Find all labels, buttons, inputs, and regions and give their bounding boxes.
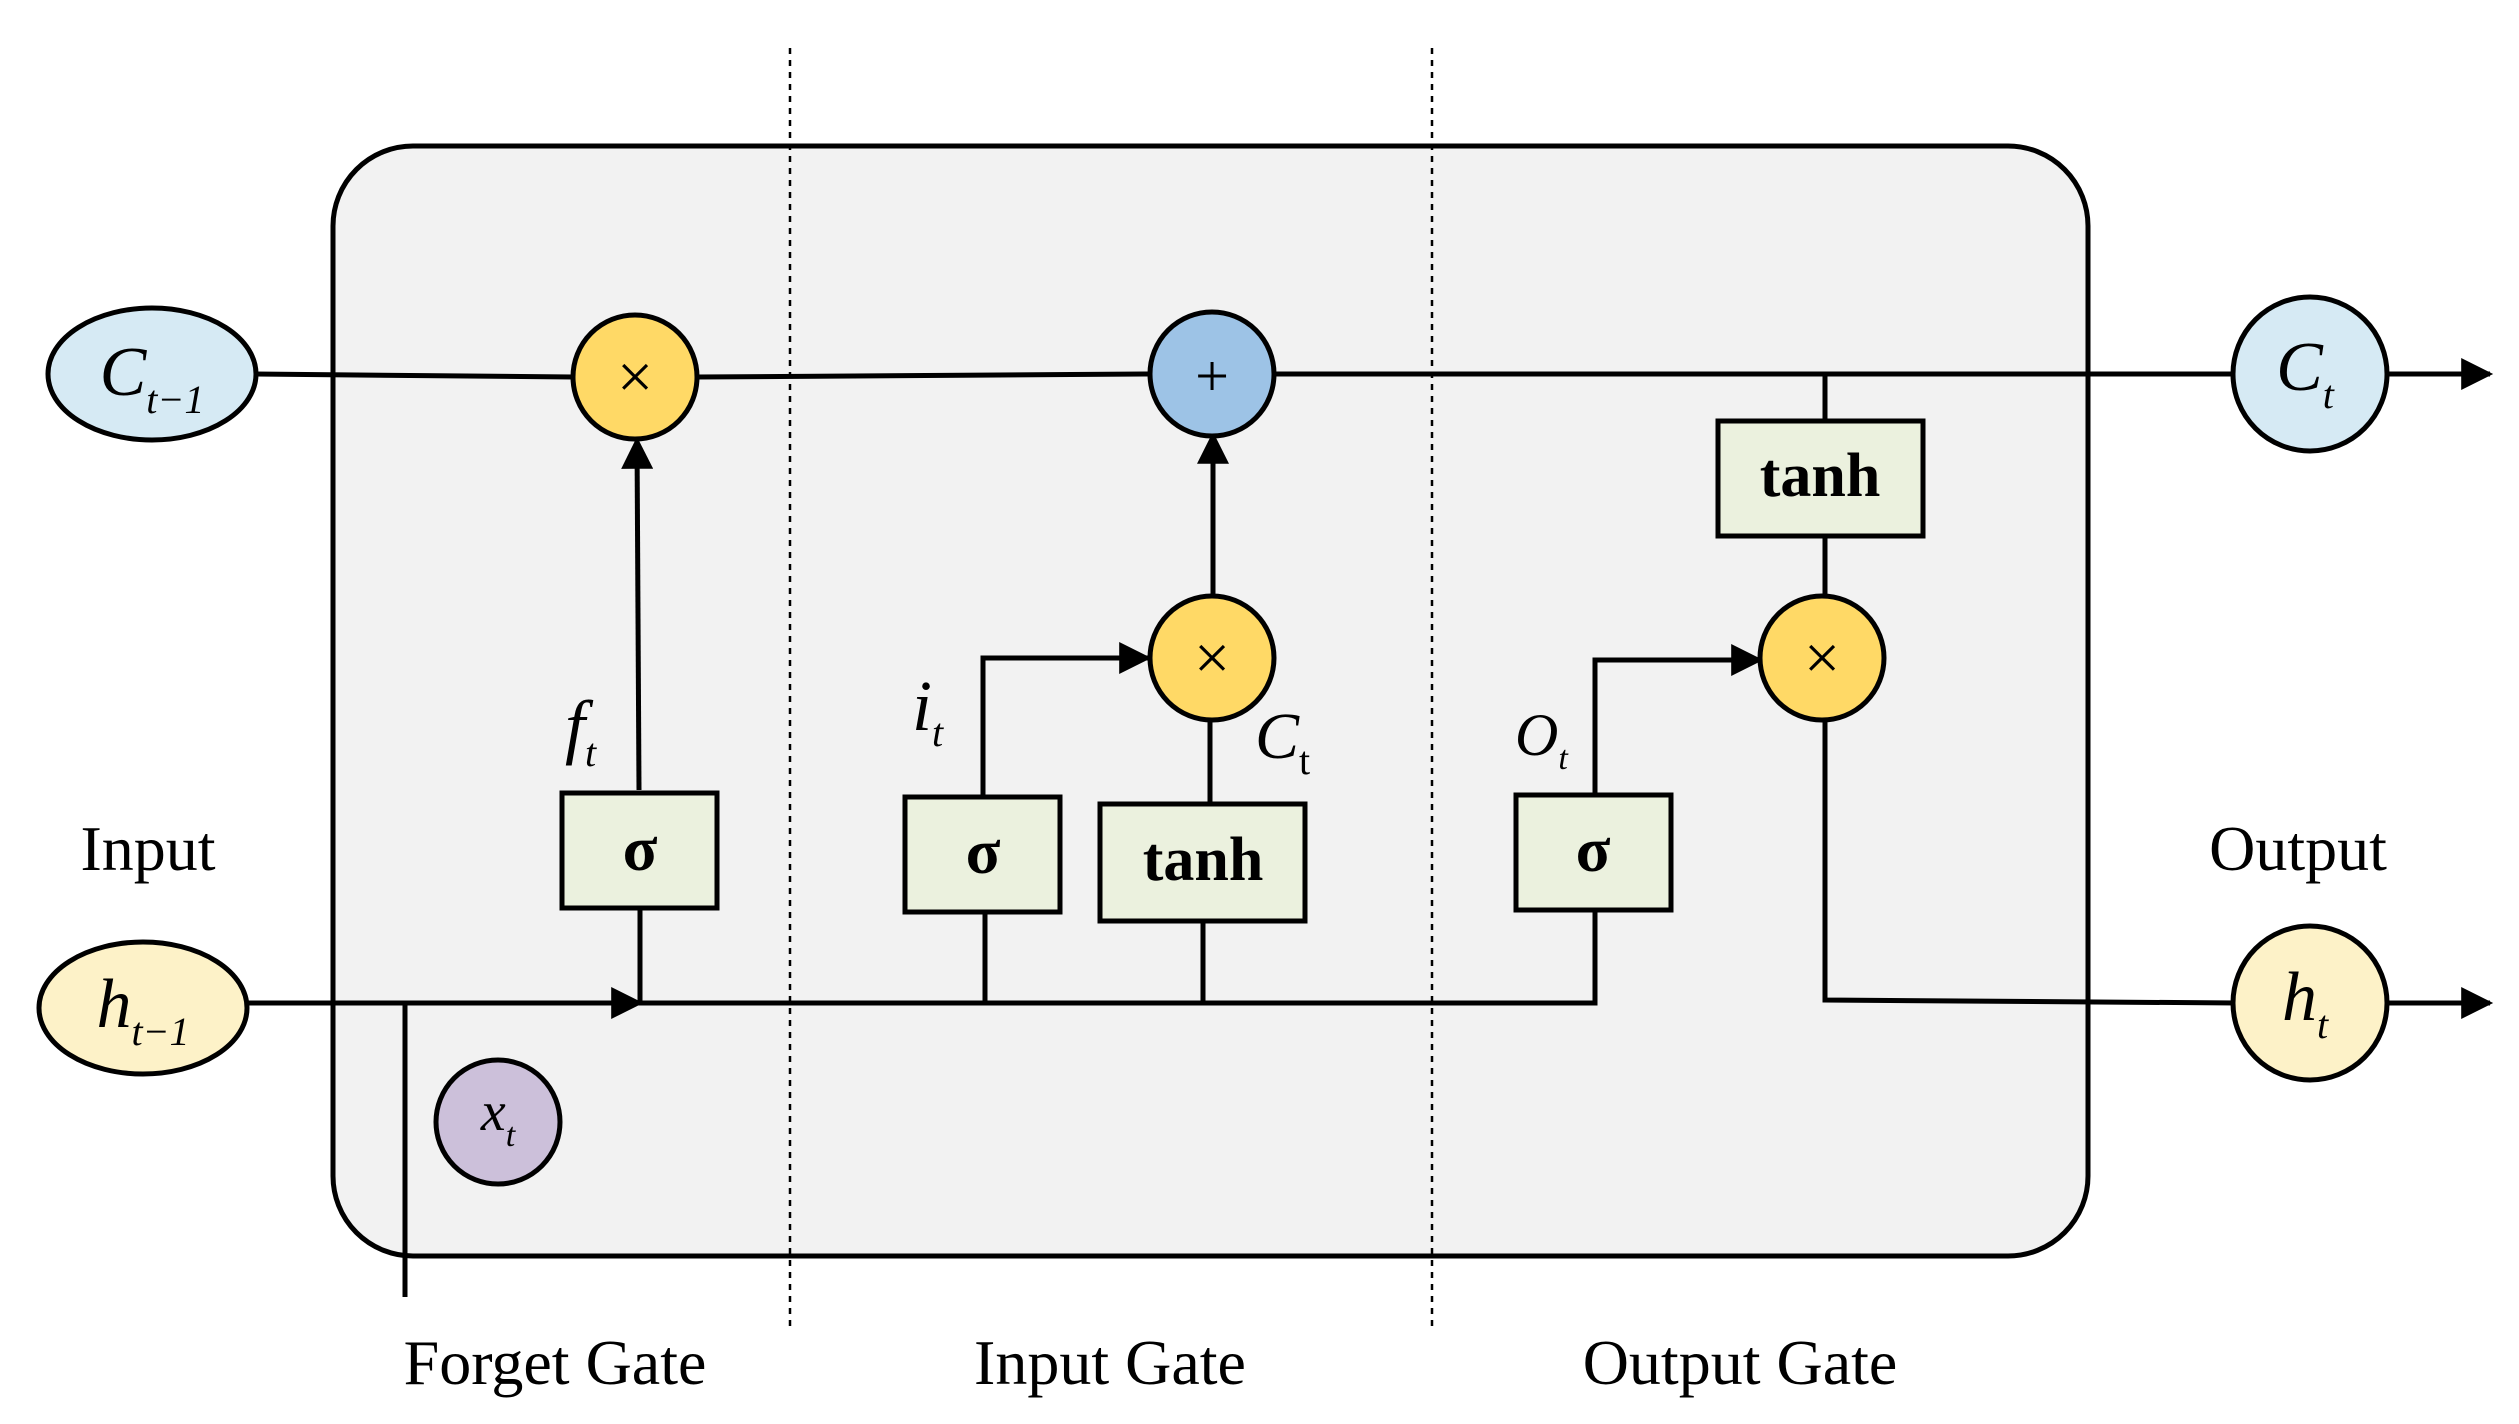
output-ot-path — [1592, 644, 1764, 795]
input-tanh-box: tanh — [1097, 801, 1308, 924]
output-sigma-box: σ — [1513, 792, 1674, 913]
forget-gate-label: Forget Gate — [404, 1327, 707, 1398]
cell-state-line-2 — [696, 371, 1151, 380]
c-prev-sub: t−1 — [146, 377, 204, 422]
output-tanh-box: tanh — [1715, 418, 1926, 539]
forget-sigma-label: σ — [623, 813, 658, 884]
add-node: + — [1147, 309, 1277, 439]
svg-text:Ct: Ct — [2276, 329, 2335, 417]
input-sigma-label: σ — [966, 816, 1001, 887]
h-t-node: ht — [2230, 923, 2390, 1083]
output-multiply-node: × — [1757, 593, 1887, 723]
h-t-base: h — [2282, 959, 2317, 1036]
output-sigma-feed — [1592, 908, 1598, 1006]
output-tanh-label: tanh — [1760, 442, 1881, 510]
input-tanh-label: tanh — [1143, 826, 1264, 894]
i-t-label: it — [912, 666, 944, 755]
c-prev-node: Ct−1 — [45, 305, 259, 443]
output-gate-label: Output Gate — [1583, 1327, 1898, 1398]
h-t-sub: t — [2317, 1002, 2329, 1047]
svg-text:Ct−1: Ct−1 — [100, 334, 205, 422]
c-t-base: C — [2276, 329, 2324, 406]
input-multiply-node: × — [1147, 593, 1277, 723]
c-t-sub: t — [2323, 372, 2335, 417]
x-t-sub: t — [506, 1117, 517, 1154]
output-sigma-label: σ — [1576, 814, 1611, 885]
candidate-label: Ct — [1255, 700, 1310, 783]
h-prev-node: ht−1 — [36, 939, 250, 1077]
x-t-node: xt — [433, 1057, 563, 1187]
output-label: Output — [2209, 813, 2387, 884]
input-label: Input — [80, 813, 215, 884]
add-symbol: + — [1195, 343, 1229, 409]
forget-ft-arrow — [621, 436, 654, 791]
svg-text:ht−1: ht−1 — [96, 966, 189, 1054]
forget-multiply-symbol: × — [617, 341, 653, 412]
svg-text:ht: ht — [2282, 959, 2329, 1047]
input-it-path — [980, 642, 1152, 797]
c-t-node: Ct — [2230, 294, 2390, 454]
input-sigma-box: σ — [902, 794, 1063, 915]
input-gate-label: Input Gate — [974, 1327, 1246, 1398]
x-t-base: x — [480, 1081, 506, 1143]
output-ht-path — [1822, 720, 2238, 1006]
forget-sigma-box: σ — [559, 790, 720, 911]
output-multiply-symbol: × — [1804, 622, 1840, 693]
h-prev-sub: t−1 — [131, 1009, 189, 1054]
svg-text:xt: xt — [480, 1081, 517, 1154]
o-t-label: Ot — [1515, 702, 1569, 777]
c-prev-base: C — [100, 334, 148, 411]
h-prev-base: h — [96, 966, 131, 1043]
forget-multiply-node: × — [570, 312, 700, 442]
input-multiply-symbol: × — [1194, 622, 1230, 693]
cell-state-line-1 — [254, 371, 574, 380]
